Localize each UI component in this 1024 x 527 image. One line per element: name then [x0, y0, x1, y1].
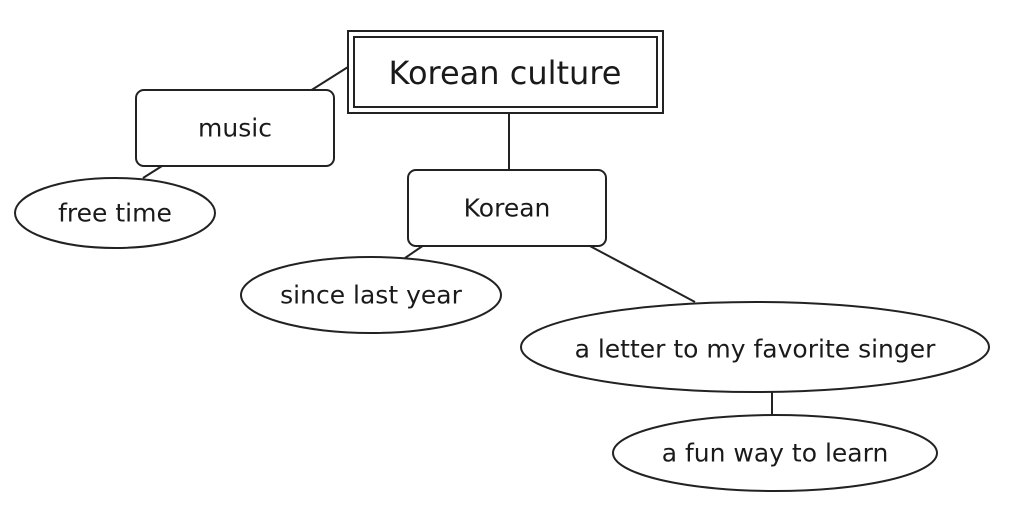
edge-music-free-time: [142, 165, 163, 179]
root-node: Korean culture: [347, 30, 664, 114]
node-free-time-ellipse: [14, 177, 216, 249]
edge-root-music: [309, 66, 349, 92]
node-fun-way-ellipse: [612, 414, 938, 492]
node-korean: Korean: [407, 169, 607, 247]
node-korean-box: [407, 169, 607, 247]
node-fun-way: a fun way to learn: [612, 414, 938, 492]
node-korean-label: Korean: [464, 194, 551, 223]
node-music-box: [135, 89, 335, 167]
node-since-last-year-ellipse: [240, 256, 502, 334]
node-free-time-label: free time: [58, 199, 172, 228]
root-node-label: Korean culture: [389, 54, 622, 92]
edges: [142, 66, 773, 416]
node-since-last-year-label: since last year: [280, 281, 462, 310]
node-fun-way-label: a fun way to learn: [662, 439, 889, 468]
node-letter-label: a letter to my favorite singer: [575, 335, 937, 364]
node-music-label: music: [198, 114, 272, 143]
node-free-time: free time: [14, 177, 216, 249]
node-letter-ellipse: [520, 301, 990, 393]
node-music: music: [135, 89, 335, 167]
edge-korean-letter: [587, 244, 696, 303]
root-node-inner-border: [353, 36, 658, 108]
node-letter: a letter to my favorite singer: [520, 301, 990, 393]
edge-korean-since-last-year: [404, 244, 425, 259]
node-since-last-year: since last year: [240, 256, 502, 334]
